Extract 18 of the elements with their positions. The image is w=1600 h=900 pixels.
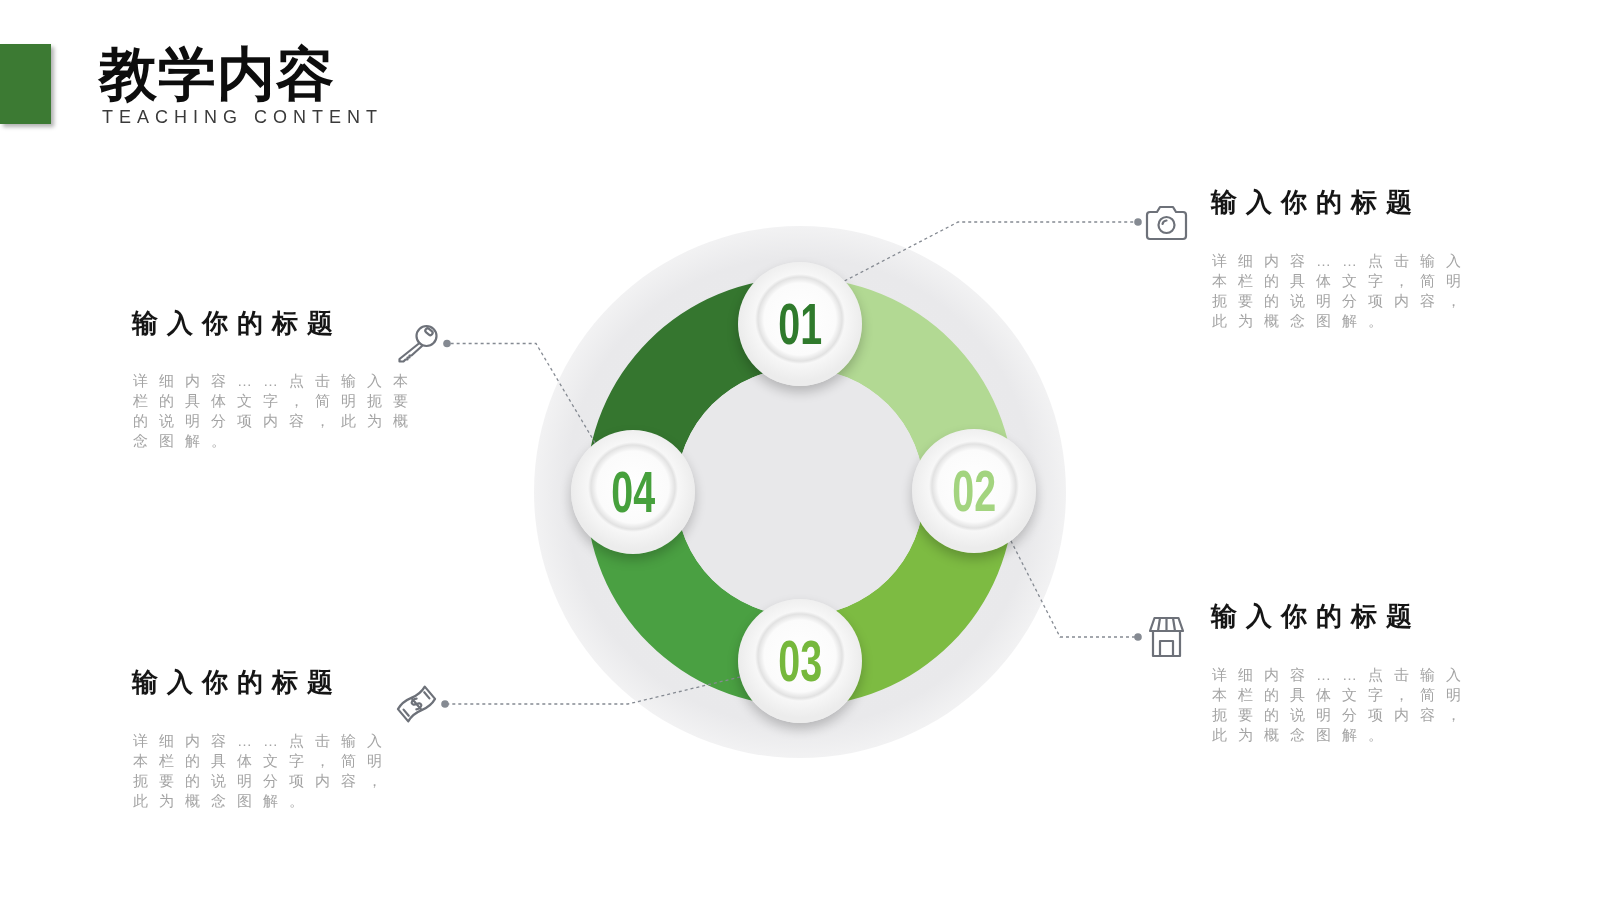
- leader-line: [1010, 540, 1142, 641]
- leader-line: [443, 339, 596, 444]
- subtitle: TEACHING CONTENT: [102, 107, 383, 127]
- section-heading: 输入你的标题: [132, 307, 342, 339]
- section-description: 详细内容……点击输入本栏的具体文字，简明扼要的说明分项内容，此为概念图解。: [133, 731, 394, 811]
- section-heading: 输入你的标题: [1211, 186, 1421, 218]
- section-heading: 输入你的标题: [1211, 600, 1421, 632]
- banknote-icon: [396, 684, 437, 724]
- section-description: 详细内容……点击输入本栏的具体文字，简明扼要的说明分项内容，此为概念图解。: [1212, 665, 1473, 745]
- page-title: 教学内容: [99, 43, 335, 105]
- section-description: 详细内容……点击输入本栏的具体文字，简明扼要的说明分项内容，此为概念图解。: [1212, 251, 1473, 331]
- camera-icon: [1146, 204, 1187, 240]
- leader-line: [441, 676, 741, 708]
- section-description: 详细内容……点击输入本栏的具体文字，简明扼要的说明分项内容，此为概念图解。: [133, 371, 420, 451]
- section-heading: 输入你的标题: [132, 666, 342, 698]
- key-icon: [396, 324, 439, 363]
- leader-line: [843, 218, 1142, 282]
- storefront-icon: [1146, 616, 1187, 658]
